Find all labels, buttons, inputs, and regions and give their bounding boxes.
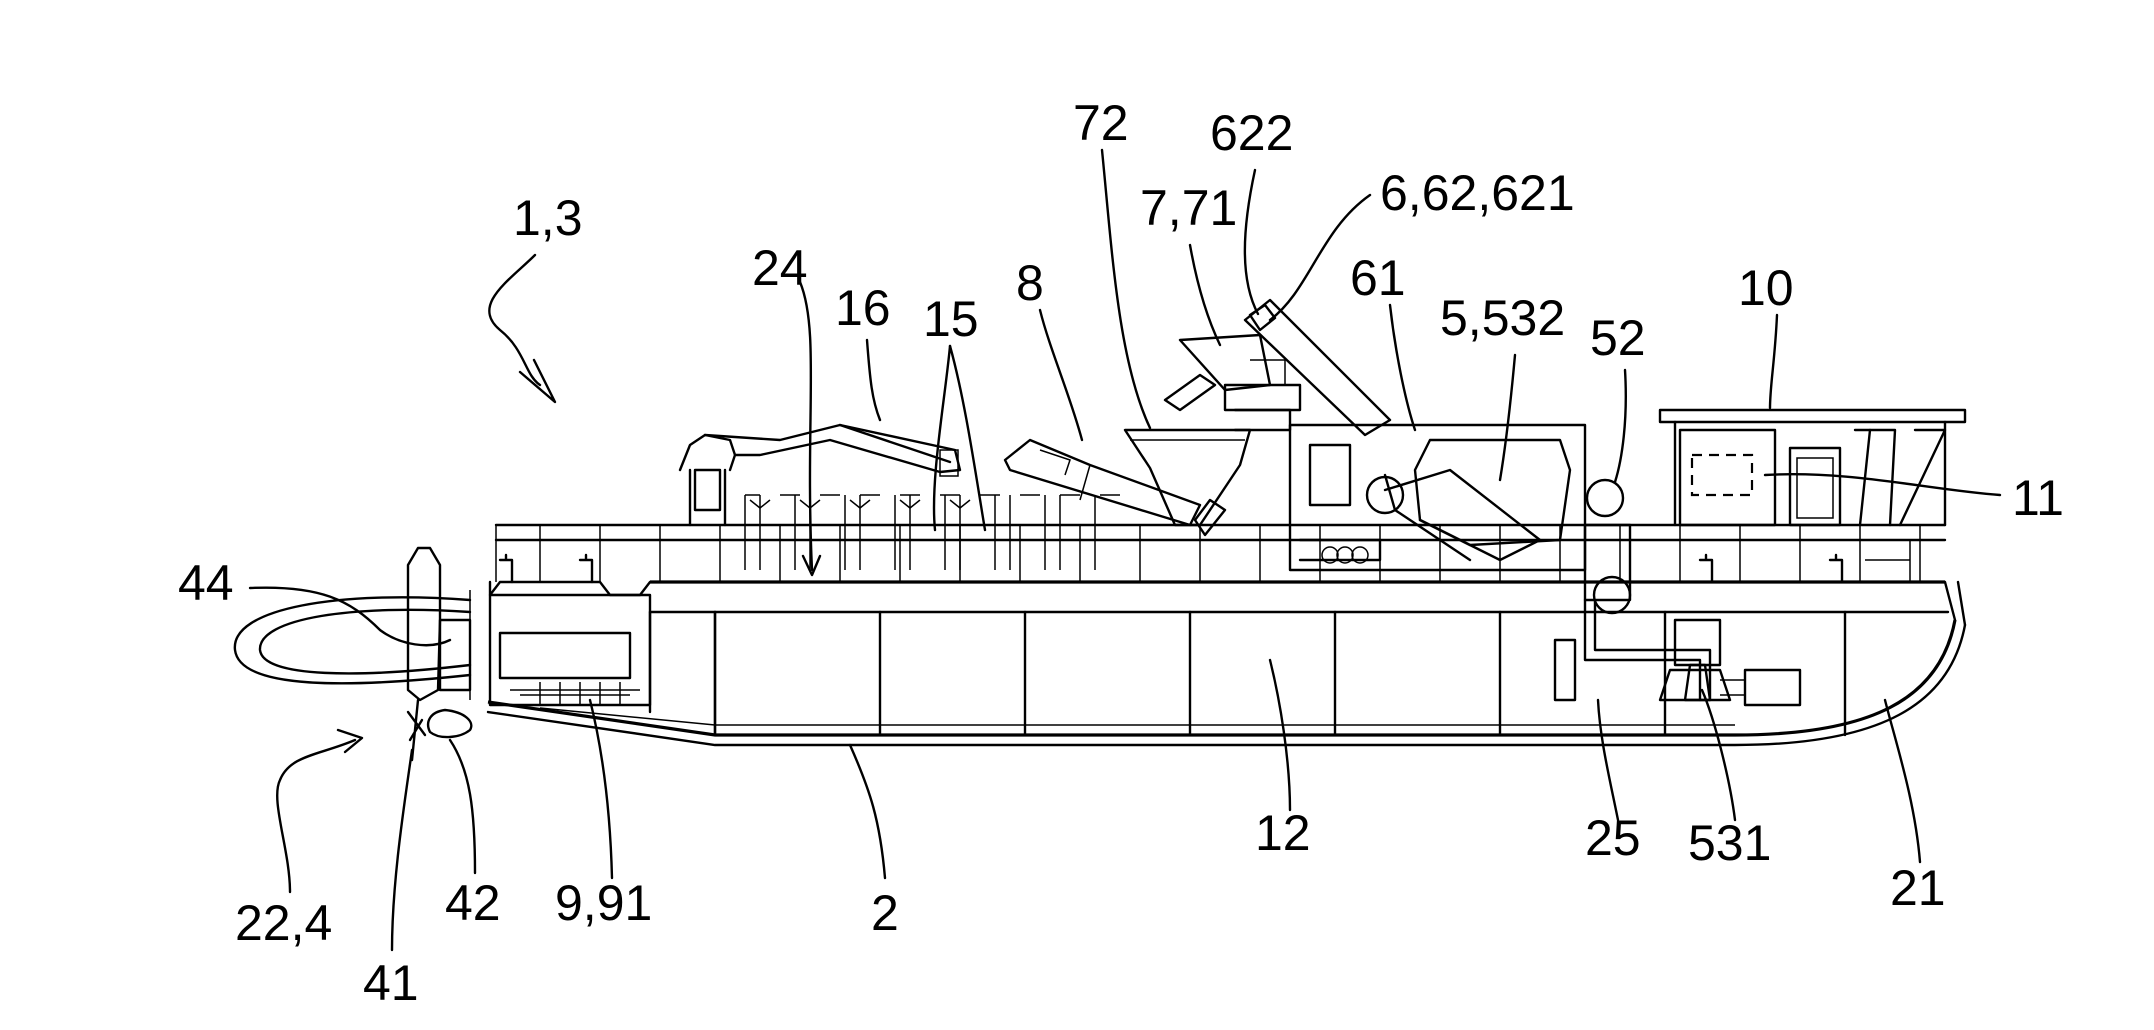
label-11: 11 [2012, 470, 2064, 526]
hull [488, 582, 1965, 745]
label-16: 16 [835, 280, 891, 336]
label-7-71: 7,71 [1140, 180, 1237, 236]
label-531: 531 [1688, 815, 1771, 871]
reference-labels: 1,3 24 16 15 8 72 622 7,71 6,62,621 61 5… [178, 95, 2064, 1011]
deck-railing [496, 525, 1945, 582]
label-25: 25 [1585, 810, 1641, 866]
label-22-4: 22,4 [235, 895, 332, 951]
conveyor-8 [1005, 440, 1200, 525]
label-42: 42 [445, 875, 501, 931]
label-622: 622 [1210, 105, 1293, 161]
storage-tanks [745, 495, 1120, 570]
label-1-3: 1,3 [513, 190, 583, 246]
label-2: 2 [871, 885, 899, 941]
label-6-62-621: 6,62,621 [1380, 165, 1575, 221]
label-5-532: 5,532 [1440, 290, 1565, 346]
label-41: 41 [363, 955, 419, 1011]
label-10: 10 [1738, 260, 1794, 316]
label-61: 61 [1350, 250, 1406, 306]
label-44: 44 [178, 555, 234, 611]
label-8: 8 [1016, 255, 1044, 311]
label-72: 72 [1073, 95, 1129, 151]
label-24: 24 [752, 240, 808, 296]
label-12: 12 [1255, 805, 1311, 861]
label-15: 15 [923, 291, 979, 347]
crane [680, 425, 960, 525]
label-52: 52 [1590, 310, 1646, 366]
label-21: 21 [1890, 860, 1946, 916]
label-9-91: 9,91 [555, 875, 652, 931]
stern-equipment [235, 548, 650, 760]
pump-unit [1290, 425, 1800, 705]
